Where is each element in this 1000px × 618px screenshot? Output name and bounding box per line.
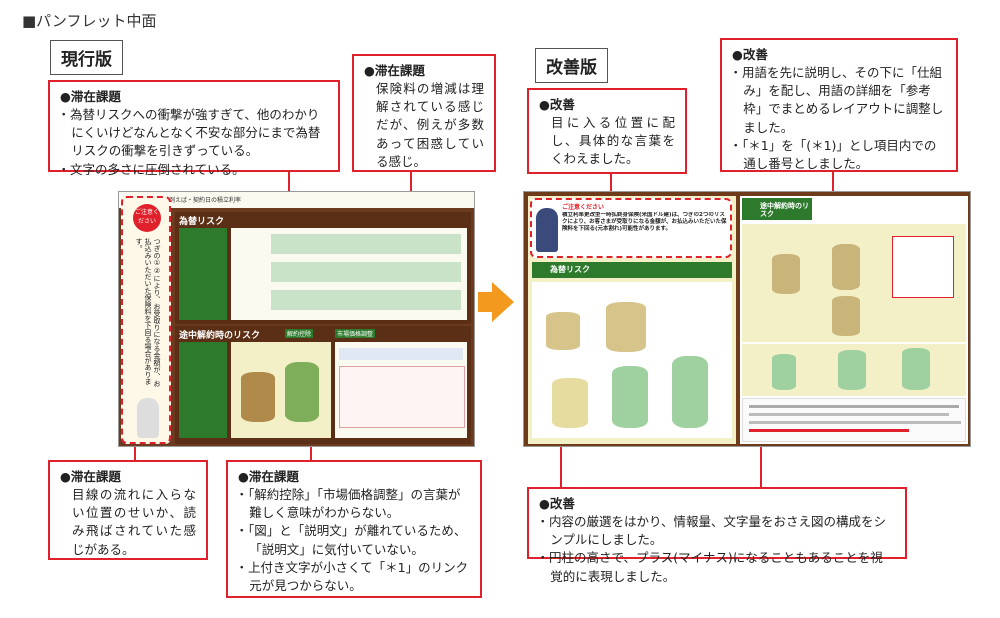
surrender-deduction-tag: 解約控除	[285, 329, 314, 338]
callout-body: 目線の流れに入らない位置のせいか、読み飛ばされていた感じがある。	[72, 487, 196, 557]
improved-risk1-band: 為替リスク	[532, 262, 732, 278]
current-pamphlet-thumbnail: 例えば・契約日の積立利率 ご注意ください つぎの①②により、お受取りになる金額が…	[118, 191, 475, 447]
callout-item: 上付き文字が小さくて「＊1」のリンク元が見つからない。	[238, 559, 470, 595]
improved-chart-row	[742, 344, 966, 396]
section1-title: 為替リスク	[179, 217, 225, 227]
advisor-figure	[536, 208, 558, 252]
current-version-tag: 現行版	[50, 40, 123, 75]
improved-version-tag: 改善版	[535, 48, 608, 83]
notice-vertical-text: つぎの①②により、お受取りになる金額が、お払込みいただいた保険料を下回る場合があ…	[135, 238, 161, 387]
improved-pamphlet-thumbnail: ご注意ください 積立利率更改型一時払終身保険(米国ドル建)は、つぎの2つのリスク…	[523, 191, 971, 447]
leader-line	[610, 174, 612, 194]
callout-head: ●滞在課題	[60, 89, 121, 104]
callout-head: ●滞在課題	[60, 469, 121, 484]
surrender-table	[335, 342, 467, 438]
callout-item: 為替リスクへの衝撃が強すぎて、他のわかりにくいけどなんとなく不安な部分にまで為替…	[60, 106, 328, 160]
improved-callout-topright: ●改善 用語を先に説明し、その下に「仕組み」を配し、用語の詳細を「参考枠」でまと…	[720, 38, 958, 172]
leader-line	[560, 412, 562, 488]
section2-title: 途中解約時のリスク	[179, 331, 261, 341]
improved-notice-body: 積立利率更改型一時払終身保険(米国ドル建)は、つぎの2つのリスクにより、お客さま…	[562, 212, 727, 232]
mascot-figure	[137, 398, 159, 438]
callout-item: 内容の厳選をはかり、情報量、文字量をおさえ図の構成をシンプルにしました。	[539, 513, 895, 549]
leader-line	[760, 412, 762, 488]
callout-body: 保険料の増減は理解されている感じだが、例えが多数あって困惑している感じ。	[376, 81, 484, 169]
improved-right-page: 途中解約時のリスク	[740, 196, 968, 444]
notice-sidebar: ご注意ください つぎの①②により、お受取りになる金額が、お払込みいただいた保険料…	[121, 196, 171, 444]
improved-risk2-title: 途中解約時のリスク	[760, 202, 809, 218]
improved-risk1-figure	[532, 282, 732, 438]
improved-callout-bottom: ●改善 内容の厳選をはかり、情報量、文字量をおさえ図の構成をシンプルにしました。…	[527, 487, 907, 584]
callout-item: 「解約控除」「市場価格調整」の言葉が難しく意味がわからない。	[238, 486, 470, 522]
section1-panel: 為替リスク	[175, 212, 471, 324]
improved-callout-topleft: ●改善 目に入る位置に配し、具体的な言葉をくわえました。	[527, 88, 687, 174]
improved-risk1-title: 為替リスク	[550, 265, 590, 274]
improved-notice-head: ご注意ください	[562, 204, 605, 211]
fund-column	[179, 228, 227, 320]
callout-head: ●改善	[539, 496, 575, 511]
leader-line	[288, 172, 290, 192]
callout-head: ●改善	[732, 47, 768, 62]
callout-item: 円柱の高さで、プラス(マイナス)になることもあることを視覚的に表現しました。	[539, 549, 895, 585]
transition-arrow-icon	[492, 282, 514, 322]
improved-reference-box	[742, 398, 966, 442]
fund-column-2	[179, 342, 227, 438]
pamphlet-header: 例えば・契約日の積立利率	[119, 192, 474, 208]
improved-risk2-figure	[742, 224, 966, 342]
leader-line	[832, 172, 834, 192]
improved-risk2-band: 途中解約時のリスク	[742, 198, 812, 220]
exchange-table	[231, 228, 467, 320]
callout-item: 「図」と「説明文」が離れているため、「説明文」に気付いていない。	[238, 522, 470, 558]
improved-notice-box: ご注意ください 積立利率更改型一時払終身保険(米国ドル建)は、つぎの2つのリスク…	[530, 198, 732, 258]
current-callout-bottomright: ●滞在課題 「解約控除」「市場価格調整」の言葉が難しく意味がわからない。 「図」…	[226, 460, 482, 598]
callout-head: ●滞在課題	[238, 469, 299, 484]
callout-item: 「＊1」を「(＊1)」とし項目内での通し番号としました。	[732, 137, 946, 173]
callout-item: 文字の多さに圧倒されている。	[60, 161, 328, 179]
page-title: ■パンフレット中面	[22, 12, 157, 30]
current-callout-bottomleft: ●滞在課題 目線の流れに入らない位置のせいか、読み飛ばされていた感じがある。	[48, 460, 208, 560]
callout-head: ●改善	[539, 97, 575, 112]
surrender-figure	[231, 342, 331, 438]
notice-badge: ご注意ください	[133, 204, 161, 232]
improved-left-page: ご注意ください 積立利率更改型一時払終身保険(米国ドル建)は、つぎの2つのリスク…	[528, 196, 736, 444]
callout-item: 用語を先に説明し、その下に「仕組み」を配し、用語の詳細を「参考枠」でまとめるレイ…	[732, 64, 946, 137]
callout-head: ●滞在課題	[364, 63, 425, 78]
transition-arrow-stem	[478, 292, 494, 312]
callout-body: 目に入る位置に配し、具体的な言葉をくわえました。	[551, 115, 675, 167]
current-callout-topright: ●滞在課題 保険料の増減は理解されている感じだが、例えが多数あって困惑している感…	[352, 54, 496, 172]
market-adjustment-tag: 市場価格調整	[335, 329, 376, 338]
section2-panel: 途中解約時のリスク 解約控除 市場価格調整	[175, 326, 471, 444]
current-callout-topleft: ●滞在課題 為替リスクへの衝撃が強すぎて、他のわかりにくいけどなんとなく不安な部…	[48, 80, 340, 177]
